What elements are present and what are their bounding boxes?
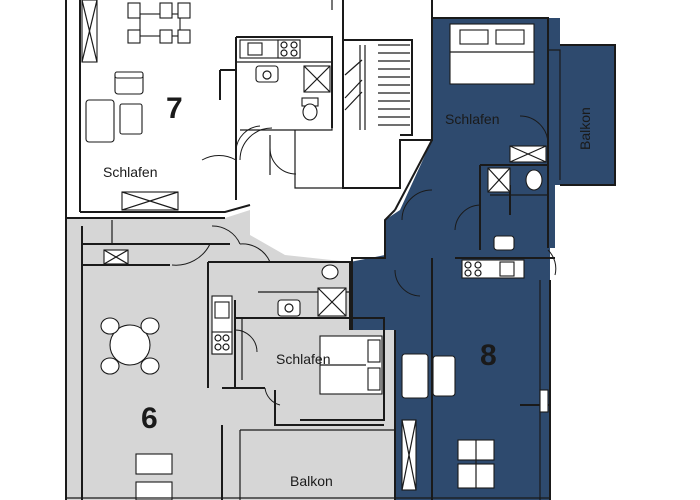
shower-tray-icon [317,287,347,317]
door-swing-icon [394,115,557,297]
toilet-icon [525,169,543,191]
unit-6-bedroom-label: Schlafen [276,351,330,367]
unit-8-furniture [394,23,557,491]
kitchen-stove-icon [211,295,233,355]
shower-icon [487,167,511,193]
sofa-icon [85,99,143,143]
dining-set-icon [457,439,495,489]
sink-cabinet-icon [103,249,129,265]
wardrobe-icon [81,0,98,63]
bed-icon [121,191,179,211]
armchair-icon [114,71,144,95]
toilet-icon [301,97,319,121]
door-swing-icon [201,125,297,175]
dining-table-icon [127,2,191,44]
unit-6-area [66,210,395,500]
kitchen-counter-icon [461,259,525,279]
unit-8-bedroom-label: Schlafen [445,111,499,127]
toilet-small-icon [321,264,339,280]
wardrobe-cross-icon [509,145,547,163]
unit-7-area [66,0,432,218]
bathroom-sink-icon [277,299,301,317]
unit-6-number: 6 [141,402,158,435]
door-swing-icon [171,225,281,406]
round-table-icon [100,317,160,375]
unit-7-furniture [81,0,331,211]
double-bed-icon [449,23,535,85]
sink-icon [255,65,279,83]
sofa-icon [401,353,456,399]
unit-7-number: 7 [166,92,183,125]
sink-icon [493,235,515,251]
unit-6-walls [65,218,395,500]
unit-7-bedroom-label: Schlafen [103,164,157,180]
shower-icon [303,65,331,93]
radiator-icon [539,389,549,413]
cabinet-icon [401,419,417,491]
double-bed-icon [319,335,383,395]
table-chairs-icon [135,453,173,500]
kitchenette-icon [239,39,301,59]
stair-treads [344,44,410,126]
stairwell [342,0,433,189]
unit-6-balcony-label: Balkon [290,473,333,489]
unit-6-furniture [100,225,383,500]
unit-8-number: 8 [480,339,497,372]
unit-8-balcony-label: Balkon [577,107,593,150]
